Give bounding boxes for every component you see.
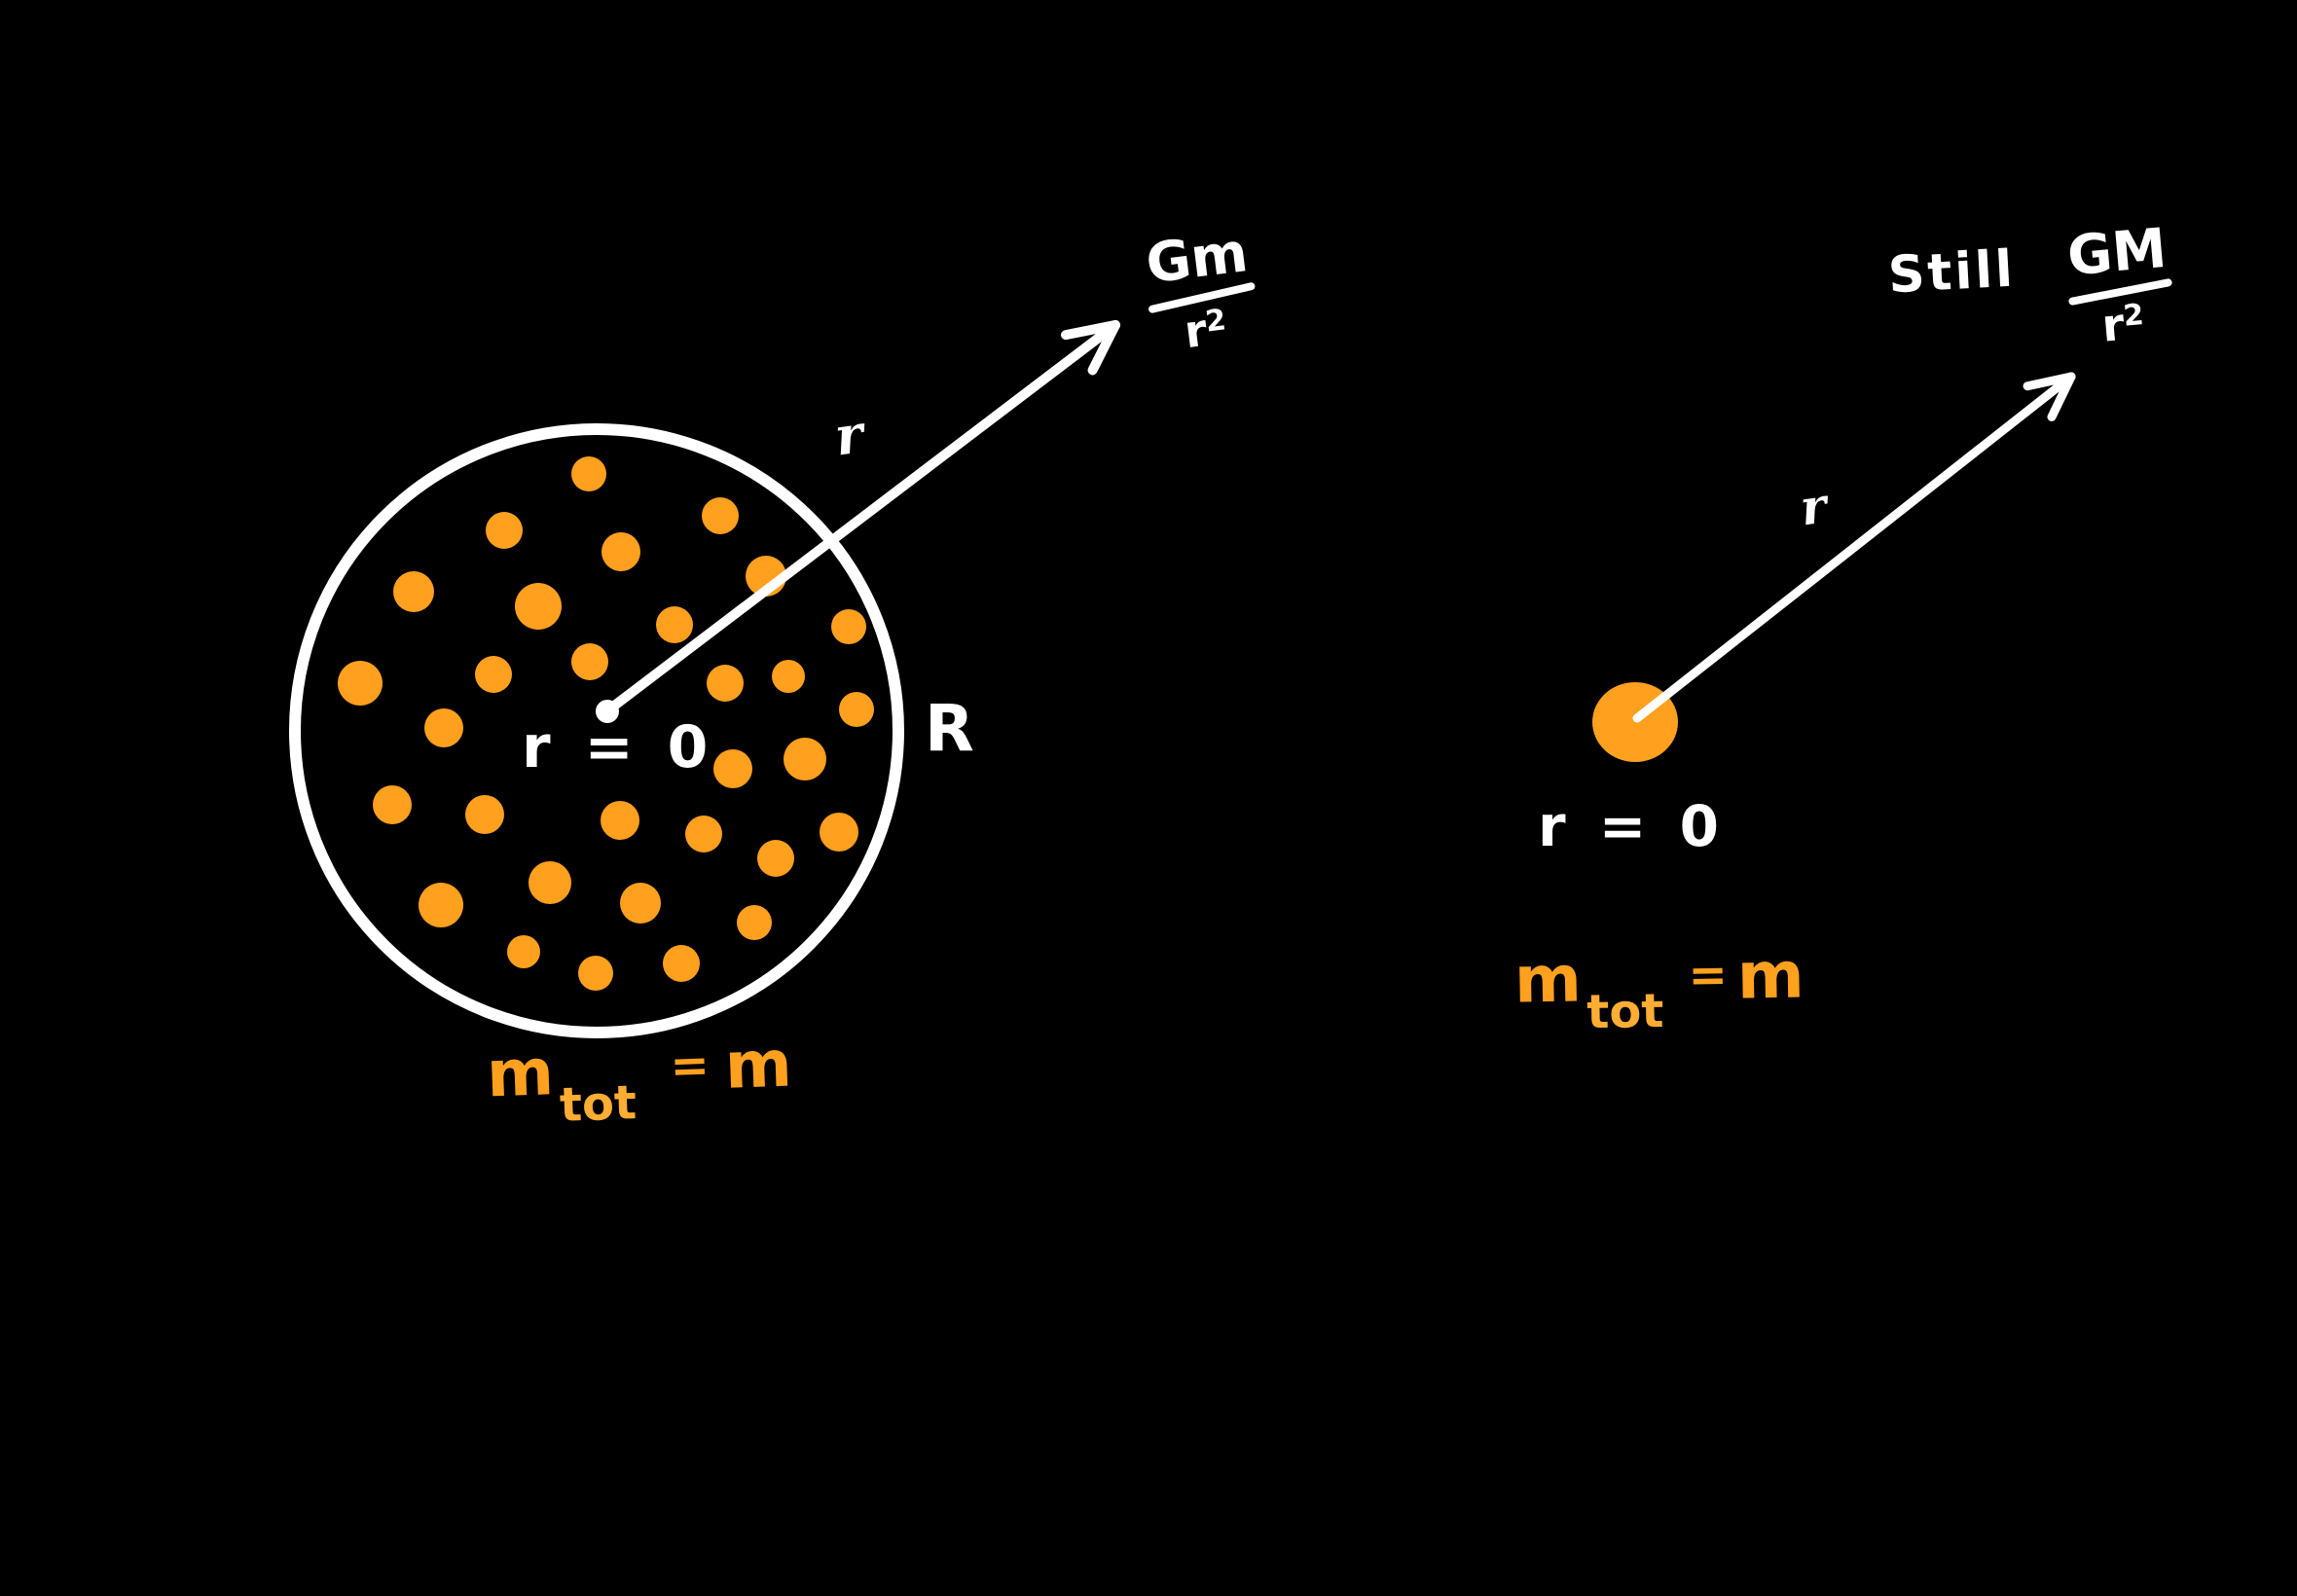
- mass-particle-dot: [601, 801, 639, 840]
- left-radius-arrow-head: [1087, 320, 1120, 376]
- sphere-radius-R-label: R: [925, 691, 974, 766]
- right-force-denominator: r2: [2099, 297, 2145, 352]
- mass-particle-dot: [839, 692, 874, 727]
- mass-particle-dot: [515, 583, 562, 630]
- mass-particle-dot: [486, 512, 523, 549]
- left-total-mass-equation: mtot=m: [485, 1026, 793, 1133]
- right-total-mass-equation: mtot=m: [1513, 937, 1805, 1040]
- left-radius-arrow-shaft: [608, 320, 1120, 711]
- mass-particle-dot: [757, 840, 794, 877]
- mass-particle-dot: [571, 643, 608, 680]
- sphere-outline-circle: [289, 423, 904, 1038]
- mass-particle-dot: [713, 749, 752, 788]
- mass-particle-dot: [393, 571, 434, 612]
- mass-particle-dot: [571, 456, 606, 491]
- mass-particle-dot: [620, 883, 661, 924]
- left-center-r-equals-0-label: r = 0: [522, 713, 715, 781]
- mass-particle-dot: [529, 861, 571, 904]
- mass-particle-dot: [707, 665, 744, 702]
- mass-particle-dot: [475, 656, 512, 693]
- mass-particle-dot: [465, 795, 504, 834]
- mass-particle-dot: [602, 532, 640, 571]
- right-force-fraction: GM r2: [2062, 216, 2177, 352]
- mass-particle-dot: [772, 660, 805, 693]
- mass-particle-dot: [338, 661, 383, 706]
- left-force-denominator: r2: [1181, 303, 1228, 359]
- mass-particle-dot: [656, 606, 693, 643]
- mass-particle-dot: [578, 956, 613, 991]
- mass-particle-dot: [685, 816, 722, 852]
- mass-particle-dot: [831, 609, 866, 644]
- mass-particle-dot: [663, 945, 700, 982]
- mass-particle-dot: [507, 935, 540, 968]
- still-label: Still: [1886, 239, 2018, 306]
- mass-particle-dot: [820, 813, 858, 852]
- right-radius-arrow-head: [2047, 372, 2076, 421]
- right-radius-arrow-head: [2023, 372, 2076, 391]
- mass-particle-dot: [419, 883, 463, 927]
- left-force-numerator: Gm: [1143, 221, 1252, 297]
- mass-particle-dot: [373, 785, 412, 824]
- mass-particle-dot: [702, 497, 739, 534]
- mass-particle-dot: [737, 905, 772, 940]
- left-force-fraction: Gm r2: [1140, 221, 1262, 359]
- mass-particle-dot: [424, 708, 463, 747]
- right-center-r-equals-0-label: r = 0: [1538, 793, 1726, 859]
- mass-particle-dot: [784, 738, 826, 780]
- left-radius-arrow-head: [1060, 320, 1120, 341]
- sphere-center-point: [596, 700, 619, 723]
- right-radius-arrow-shaft: [1632, 372, 2076, 723]
- right-force-numerator: GM: [2064, 216, 2169, 289]
